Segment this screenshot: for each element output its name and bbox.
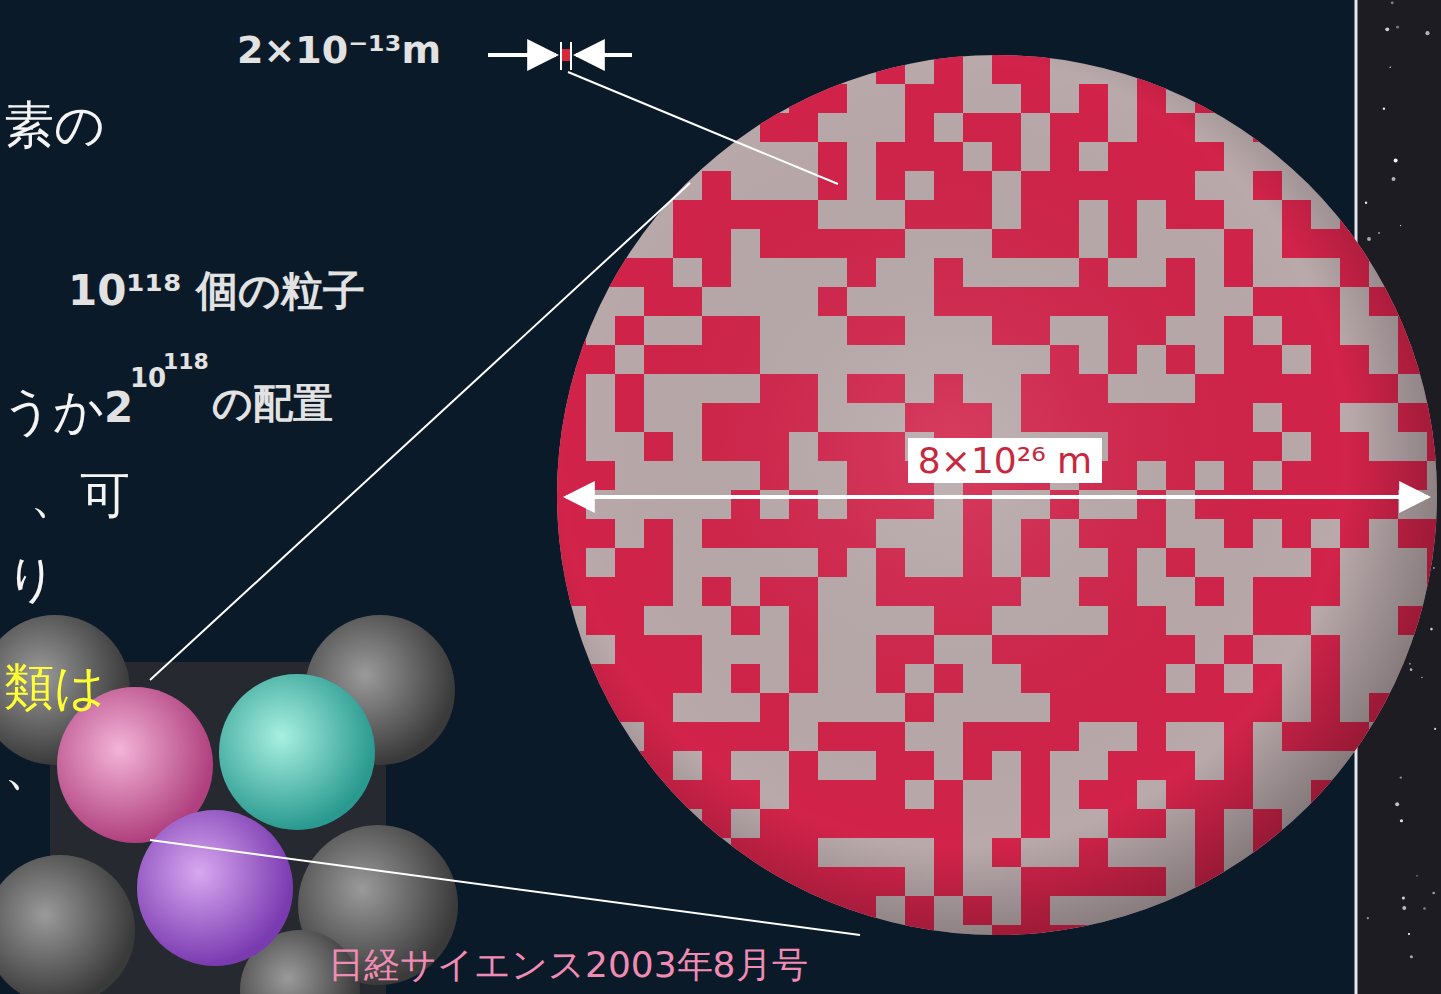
leader-line (150, 183, 690, 680)
exponent: 10 (130, 364, 166, 393)
dimension-tick (570, 42, 572, 70)
slide-text: 素の (4, 98, 105, 153)
caption: 日経サイエンス2003年8月号 (328, 945, 808, 985)
slide-text: 類は (4, 660, 105, 715)
dimension-tick (560, 42, 562, 70)
leader-line (568, 72, 838, 184)
slide-text: り (6, 552, 57, 607)
sphere-universe: 8×10²⁶ m (557, 55, 1437, 935)
slide-text: 、 (4, 740, 54, 795)
particle-count: 10¹¹⁸ 個の粒子 (68, 268, 365, 314)
leader-line (150, 840, 860, 935)
dimension-arrow (576, 53, 632, 57)
bubble-picture (0, 615, 458, 994)
dimension-label: 8×10²⁶ m (908, 438, 1102, 483)
sphere-pattern (557, 55, 1441, 954)
dimension-label: 2×10⁻¹³m (237, 30, 441, 72)
slide-text: うか (2, 384, 104, 439)
exponent-base: 2 (104, 385, 133, 431)
exponent: 118 (163, 350, 209, 374)
dimension-arrow (488, 53, 556, 57)
arrangement-label: の配置 (212, 381, 333, 425)
cell-mark (562, 49, 570, 61)
slide-text: 、可 (30, 468, 130, 523)
diameter-arrow (566, 495, 1428, 499)
